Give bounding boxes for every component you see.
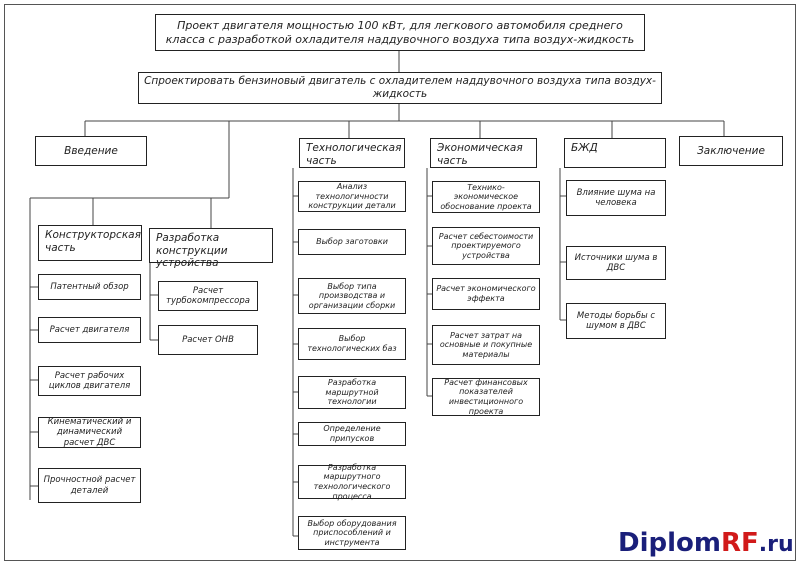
section-conclusion: Заключение xyxy=(679,136,783,166)
tech-item-equipment: Выбор оборудования приспособлений и инст… xyxy=(298,516,406,550)
section-technological: Технологическая часть xyxy=(299,138,405,168)
design-item-strength-calc: Прочностной расчет деталей xyxy=(38,468,141,503)
device-item-onv: Расчет ОНВ xyxy=(158,325,258,355)
tech-item-tech-bases: Выбор технологических баз xyxy=(298,328,406,360)
safety-item-noise-methods: Методы борьбы с шумом в ДВС xyxy=(566,303,666,339)
section-safety: БЖД xyxy=(564,138,666,168)
drawing-frame xyxy=(4,4,796,561)
safety-item-noise-impact: Влияние шума на человека xyxy=(566,180,666,216)
design-item-kinematic-calc: Кинематический и динамический расчет ДВС xyxy=(38,417,141,448)
tech-item-route-technology: Разработка маршрутной технологии xyxy=(298,376,406,409)
project-title-box: Проект двигателя мощностью 100 кВт, для … xyxy=(155,14,645,51)
watermark-rf: RF xyxy=(720,528,759,558)
econ-item-economic-effect: Расчет экономического эффекта xyxy=(432,278,540,310)
econ-item-financial-indicators: Расчет финансовых показателей инвестицио… xyxy=(432,378,540,416)
section-intro: Введение xyxy=(35,136,147,166)
diplomrf-watermark: DiplomRF.ru xyxy=(618,528,794,558)
watermark-ru: .ru xyxy=(758,532,794,557)
tech-item-route-process: Разработка маршрутного технологического … xyxy=(298,463,406,501)
safety-item-noise-sources: Источники шума в ДВС xyxy=(566,246,666,280)
tech-item-production-type: Выбор типа производства и организации сб… xyxy=(298,278,406,314)
device-item-turbocharger: Расчет турбокомпрессора xyxy=(158,281,258,311)
project-goal-box: Спроектировать бензиновый двигатель с ох… xyxy=(138,72,662,104)
section-device: Разработка конструкции устройства xyxy=(149,228,273,269)
section-design: Конструкторская часть xyxy=(38,225,142,261)
tech-item-blank-selection: Выбор заготовки xyxy=(298,229,406,255)
econ-item-cost-price: Расчет себестоимости проектируемого устр… xyxy=(432,227,540,265)
econ-item-feasibility: Технико-экономическое обоснование проект… xyxy=(432,181,540,213)
design-item-engine-calc: Расчет двигателя xyxy=(38,317,141,343)
design-item-work-cycles: Расчет рабочих циклов двигателя xyxy=(38,366,141,396)
tech-item-allowances: Определение припусков xyxy=(298,422,406,446)
tech-item-manufacturability: Анализ технологичности конструкции детал… xyxy=(298,181,406,212)
econ-item-materials-cost: Расчет затрат на основные и покупные мат… xyxy=(432,325,540,365)
design-item-patent-review: Патентный обзор xyxy=(38,274,141,300)
section-economic: Экономическая часть xyxy=(430,138,537,168)
watermark-diplom: Diplom xyxy=(618,528,721,558)
